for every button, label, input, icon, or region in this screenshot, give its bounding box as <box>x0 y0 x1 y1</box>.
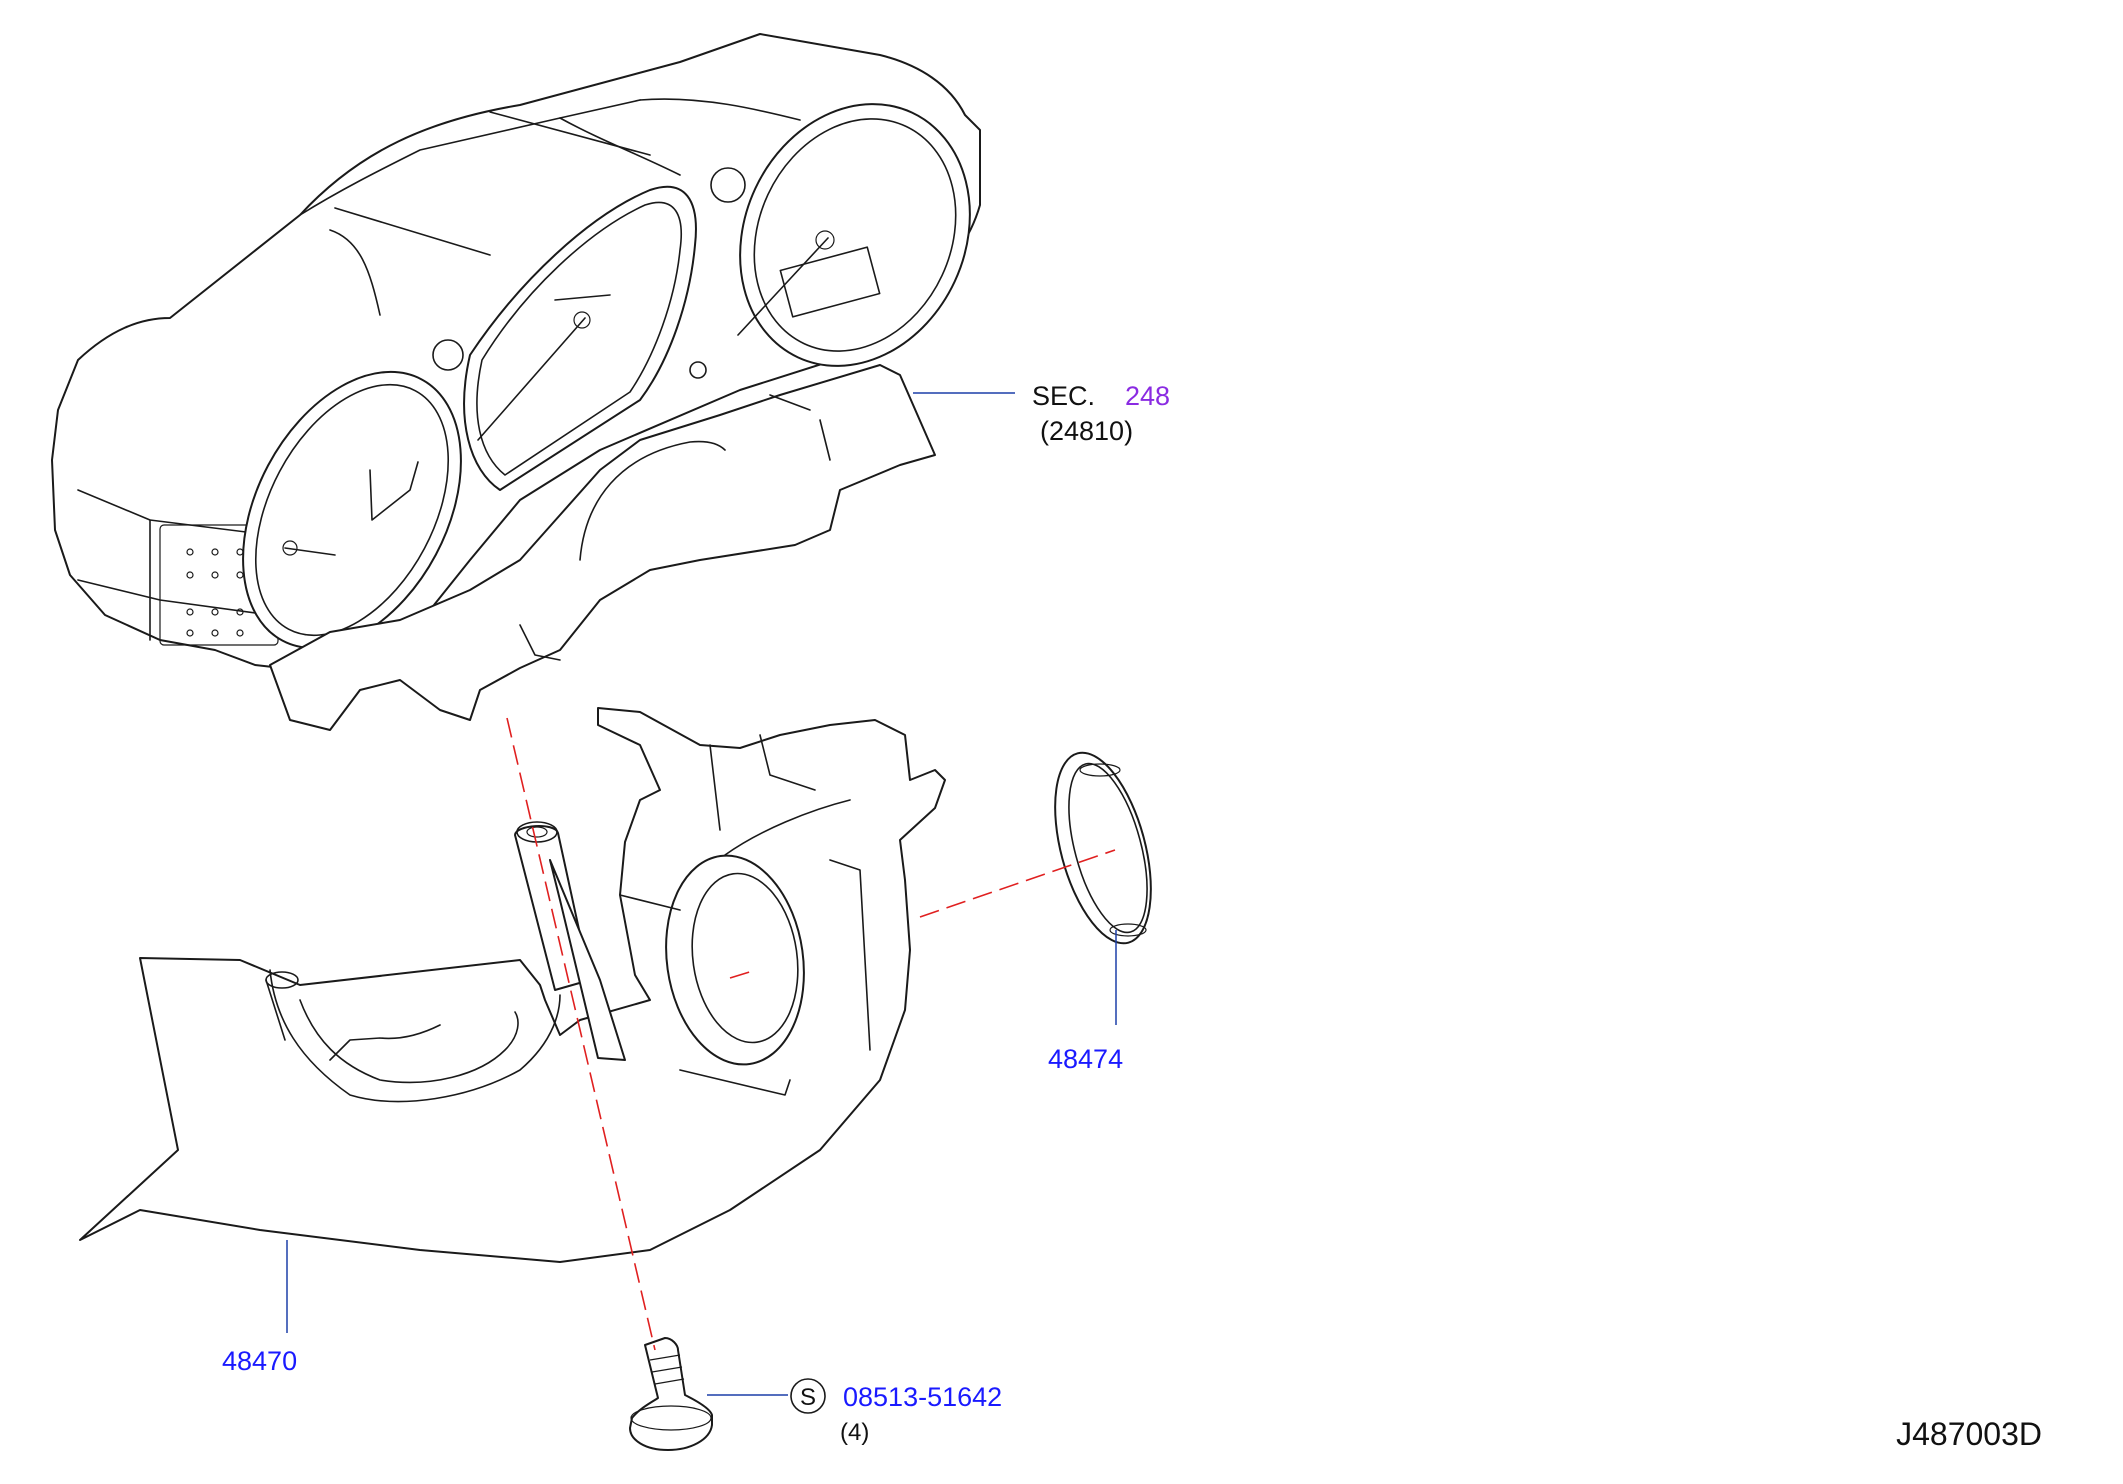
left-gauge <box>242 370 462 650</box>
leader-lines <box>286 392 1117 1396</box>
mounting-post <box>514 821 626 1061</box>
ring-48474 <box>1054 751 1152 945</box>
indicator-left <box>432 339 464 371</box>
right-gauge <box>737 103 971 367</box>
section-prefix: SEC. <box>1032 381 1095 411</box>
section-number-link[interactable]: 248 <box>1125 381 1170 411</box>
part-number-48474[interactable]: 48474 <box>1048 1044 1123 1074</box>
screw-08513-51642 <box>629 1337 713 1451</box>
column-cover-48470 <box>79 707 946 1263</box>
part-number-48470[interactable]: 48470 <box>222 1346 297 1376</box>
center-gauge <box>463 185 697 491</box>
assembly-centerlines <box>506 717 1116 1351</box>
part-number-08513-51642[interactable]: 08513-51642 <box>843 1382 1002 1412</box>
screw-quantity: (4) <box>840 1419 869 1446</box>
diagram-id: J487003D <box>1896 1416 2042 1452</box>
indicator-mid <box>689 361 707 379</box>
cluster-lower-shroud <box>269 364 936 731</box>
indicator-top <box>710 167 746 203</box>
standard-part-symbol: S <box>790 1378 826 1414</box>
meter-socket <box>665 734 851 1096</box>
section-subnumber: (24810) <box>1040 416 1133 446</box>
instrument-cluster <box>51 33 981 731</box>
svg-text:S: S <box>800 1384 816 1411</box>
